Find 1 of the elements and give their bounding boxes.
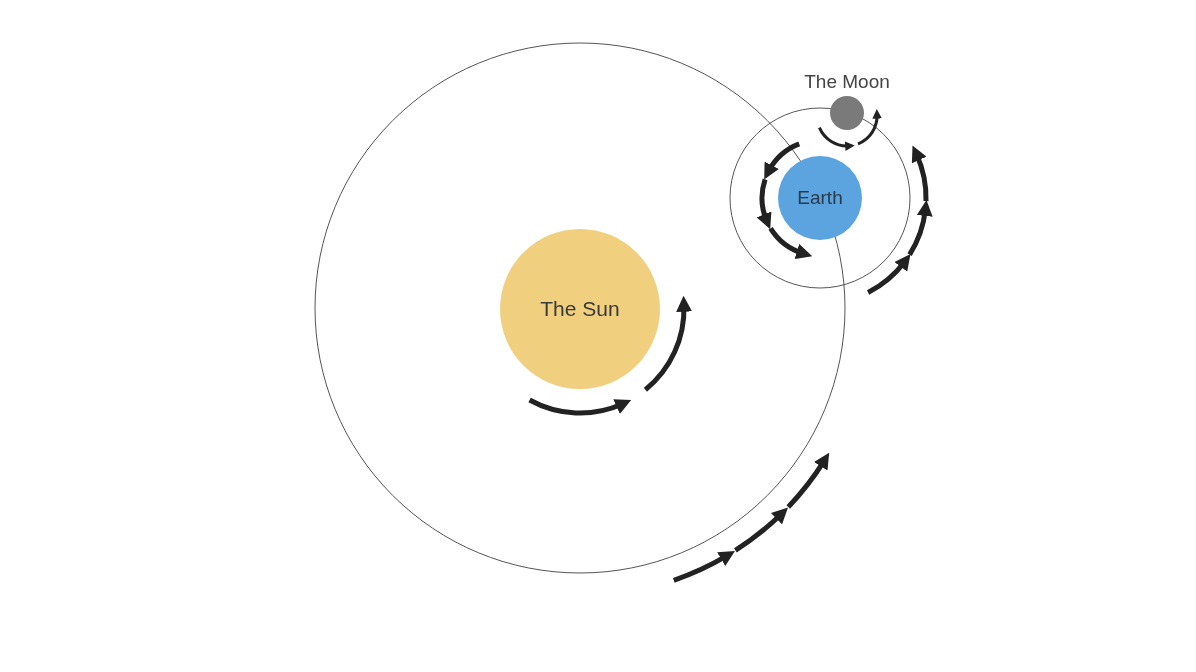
planet-label: The Moon (804, 70, 890, 94)
